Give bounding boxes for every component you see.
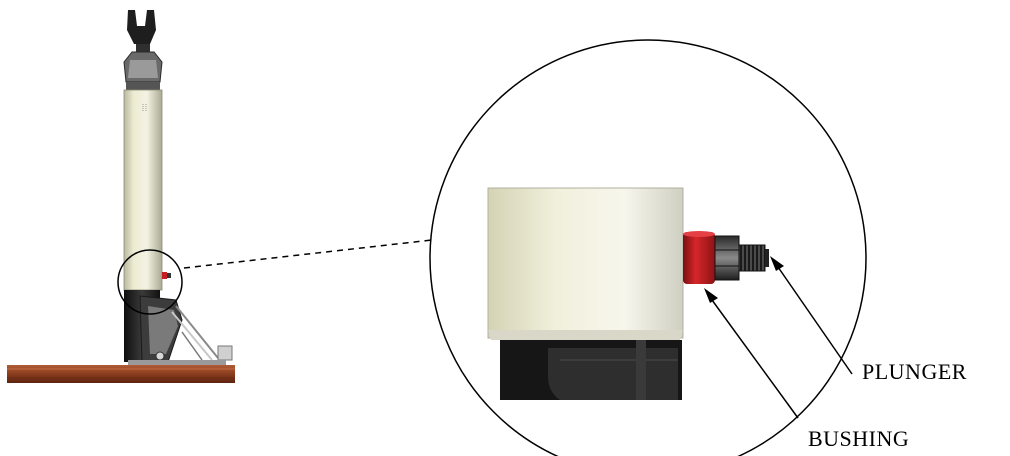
zoom-plunger [738,244,769,272]
plunger-small [167,273,171,278]
prosthesis-assembly [7,10,235,383]
detail-circle-large [429,39,867,456]
zoom-tube [487,187,684,339]
pylon-tube [123,89,163,291]
zoom-bushing [683,231,715,284]
plunger-label: PLUNGER [862,359,967,384]
zoom-hex-nut [714,235,740,281]
bushing-callout-arrow [704,288,799,419]
detail-leader-line [183,239,433,269]
detail-circle-small [117,249,183,315]
wood-base [7,365,235,383]
top-adapter [123,10,163,90]
foot-mechanism [128,295,233,365]
bushing-small [162,272,167,279]
plunger-callout-arrow [770,256,853,375]
zoom-detail [487,187,769,400]
bushing-label: BUSHING [808,426,910,451]
